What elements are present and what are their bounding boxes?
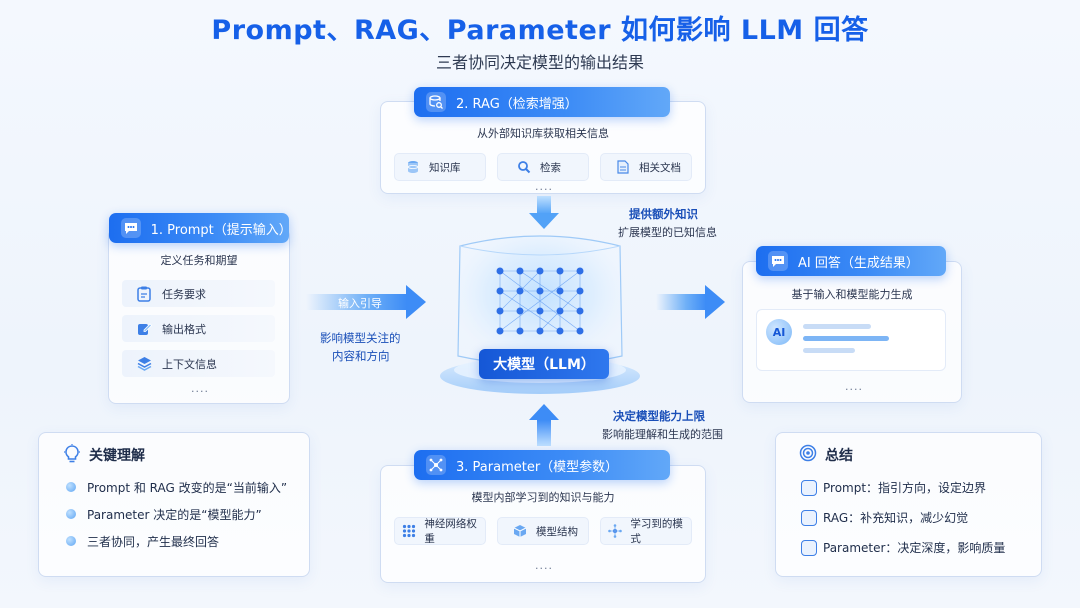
lightbulb-icon xyxy=(63,444,81,468)
rag-more-dots: .... xyxy=(535,180,553,193)
answer-preview: AI xyxy=(756,309,946,371)
cube-icon xyxy=(512,523,528,539)
rag-to-llm-arrowhead xyxy=(529,213,559,229)
insight-item: Parameter 决定的是“模型能力” xyxy=(87,508,262,522)
parameter-chip-patterns: 学习到的模式 xyxy=(600,517,692,545)
compass-icon xyxy=(801,480,817,496)
parameter-chip-label: 模型结构 xyxy=(536,525,578,538)
summary-card xyxy=(775,432,1042,577)
rag-note-strong: 提供额外知识 xyxy=(629,207,698,221)
prompt-description: 定义任务和期望 xyxy=(160,254,238,267)
rag-pill-label: 2. RAG（检索增强） xyxy=(456,96,578,112)
insight-bullet xyxy=(66,536,76,546)
clipboard-icon xyxy=(136,286,152,302)
parameter-description: 模型内部学习到的知识与能力 xyxy=(471,491,615,504)
prompt-pill: 1. Prompt（提示输入） xyxy=(109,213,292,243)
chat-icon xyxy=(768,251,788,271)
prompt-arrow-label: 输入引导 xyxy=(338,297,382,310)
answer-pill: AI 回答（生成结果） xyxy=(756,246,946,276)
book-icon xyxy=(801,510,817,526)
insight-bullet xyxy=(66,509,76,519)
grid-dots-icon xyxy=(401,523,416,539)
rag-chip-label: 检索 xyxy=(540,161,561,174)
parameter-chip-weights: 神经网络权重 xyxy=(394,517,486,545)
ai-avatar: AI xyxy=(766,319,792,345)
prompt-row-context: 上下文信息 xyxy=(122,350,275,377)
search-icon xyxy=(516,159,532,175)
answer-line xyxy=(803,336,889,341)
answer-line xyxy=(803,324,871,329)
insight-item: Prompt 和 RAG 改变的是“当前输入” xyxy=(87,481,288,495)
edit-icon xyxy=(136,321,152,337)
parameter-chip-label: 神经网络权重 xyxy=(424,518,477,545)
param-to-llm-arrowhead xyxy=(529,404,559,420)
llm-to-answer-arrowhead xyxy=(705,285,725,319)
prompt-note-line2: 内容和方向 xyxy=(332,349,390,363)
target-icon xyxy=(799,444,817,466)
parameter-more-dots: .... xyxy=(535,559,553,572)
rag-pill: 2. RAG（检索增强） xyxy=(414,87,670,117)
rag-description: 从外部知识库获取相关信息 xyxy=(477,127,609,140)
rag-chip-knowledge-base: 知识库 xyxy=(394,153,486,181)
summary-title: 总结 xyxy=(825,448,853,464)
pattern-icon xyxy=(607,523,622,539)
page-subtitle: 三者协同决定模型的输出结果 xyxy=(435,53,644,72)
document-icon xyxy=(615,159,631,175)
parameter-pill-label: 3. Parameter（模型参数） xyxy=(456,459,619,475)
summary-item: Prompt：指引方向，设定边界 xyxy=(823,481,987,495)
parameter-pill: 3. Parameter（模型参数） xyxy=(414,450,670,480)
prompt-row-task: 任务要求 xyxy=(122,280,275,307)
database-icon xyxy=(405,159,421,175)
rag-to-llm-arrow xyxy=(537,196,551,214)
prompt-note-line1: 影响模型关注的 xyxy=(320,331,401,345)
layers-icon xyxy=(136,356,152,372)
insight-item: 三者协同，产生最终回答 xyxy=(87,535,220,549)
llm-label: 大模型（LLM） xyxy=(479,349,609,379)
answer-line xyxy=(803,348,855,353)
summary-item: Parameter：决定深度，影响质量 xyxy=(823,541,1006,555)
database-search-icon xyxy=(426,92,446,112)
llm-to-answer-arrow xyxy=(656,294,706,310)
network-icon xyxy=(426,455,446,475)
page-title: Prompt、RAG、Parameter 如何影响 LLM 回答 xyxy=(211,15,869,46)
parameter-chip-structure: 模型结构 xyxy=(497,517,589,545)
prompt-to-llm-arrow xyxy=(306,294,407,310)
prompt-to-llm-arrowhead xyxy=(406,285,426,319)
rag-chip-search: 检索 xyxy=(497,153,589,181)
prompt-row-label: 任务要求 xyxy=(162,287,206,301)
rag-note: 扩展模型的已知信息 xyxy=(618,226,717,239)
rag-chip-label: 相关文档 xyxy=(639,161,681,174)
ai-avatar-text: AI xyxy=(772,325,786,339)
insight-bullet xyxy=(66,482,76,492)
parameter-chip-label: 学习到的模式 xyxy=(630,518,683,545)
param-note: 影响能理解和生成的范围 xyxy=(602,428,723,441)
prompt-more-dots: .... xyxy=(191,382,209,395)
param-note-strong: 决定模型能力上限 xyxy=(613,409,705,423)
rag-chip-label: 知识库 xyxy=(429,161,461,174)
chat-icon xyxy=(121,218,141,238)
prompt-row-label: 上下文信息 xyxy=(162,357,217,371)
prompt-row-format: 输出格式 xyxy=(122,315,275,342)
rag-chip-documents: 相关文档 xyxy=(600,153,692,181)
answer-description: 基于输入和模型能力生成 xyxy=(791,288,913,301)
prompt-pill-label: 1. Prompt（提示输入） xyxy=(150,222,292,238)
summary-item: RAG：补充知识，减少幻觉 xyxy=(823,511,969,525)
answer-more-dots: .... xyxy=(845,380,863,393)
prompt-row-label: 输出格式 xyxy=(162,322,206,336)
insight-title: 关键理解 xyxy=(89,448,145,464)
network-icon xyxy=(801,540,817,556)
param-to-llm-arrow xyxy=(537,420,551,446)
answer-pill-label: AI 回答（生成结果） xyxy=(798,255,919,271)
llm-label-text: 大模型（LLM） xyxy=(493,357,595,373)
insight-card xyxy=(38,432,310,577)
